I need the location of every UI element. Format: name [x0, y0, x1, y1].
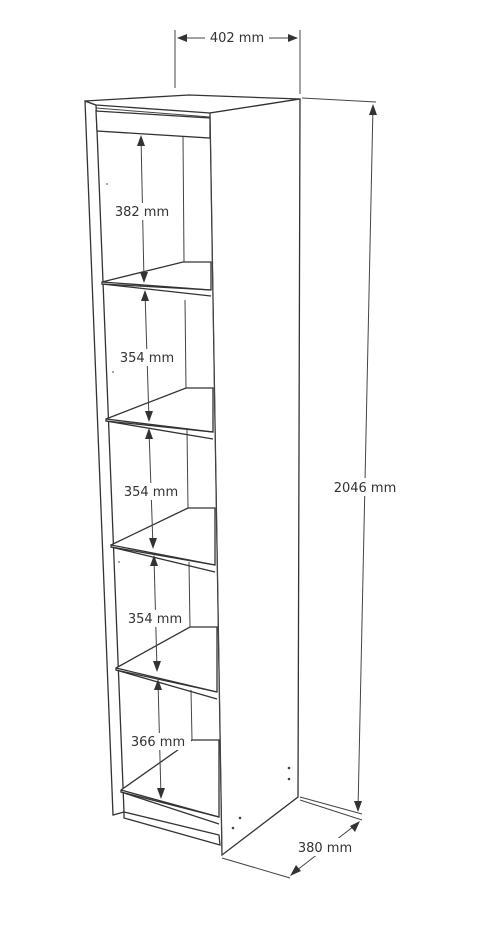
shelf-3-top-edge — [110, 544, 216, 566]
shelf-2-top-edge — [105, 418, 214, 433]
plinth — [123, 811, 221, 846]
shelf-gap-3-arrow-bottom — [149, 538, 157, 549]
shelf-2-front-edge — [105, 420, 214, 440]
height-extension-top — [301, 97, 377, 103]
shelf-gap-2-label-bg — [114, 349, 180, 366]
shelf-gap-1-arrow-top — [137, 135, 145, 146]
height-arrow-top — [369, 104, 377, 115]
back-panel-edge-4 — [188, 561, 191, 629]
shelf-gap-4-arrow-top — [150, 555, 158, 566]
shelf-gap-5-label-bg — [125, 733, 191, 750]
width-arrow-left — [177, 34, 187, 42]
shelf-4 — [115, 626, 218, 693]
shelf-2 — [105, 387, 214, 433]
depth-label: 380 mm — [298, 841, 352, 856]
width-label-bg — [205, 29, 269, 46]
shelf-gap-5-arrow-top — [154, 679, 162, 690]
edge-mark — [112, 371, 114, 373]
shelf-gap-1-arrow-bottom — [140, 272, 148, 283]
top-rail — [95, 110, 211, 139]
shelf-gap-2-arrow-bottom — [145, 411, 153, 422]
bottom-shelf-top-edge — [120, 789, 220, 818]
edge-mark — [106, 183, 108, 185]
shelf-gap-4-arrow-bottom — [153, 661, 161, 672]
shelf-gap-5-label: 366 mm — [131, 735, 185, 750]
height-extension-bottom — [299, 796, 363, 815]
bottom-shelf-front-edge — [120, 791, 220, 825]
height-dimension-line — [357, 105, 374, 811]
depth-label-bg — [294, 838, 356, 856]
screw-hole — [287, 766, 291, 770]
back-panel-edge-1 — [182, 134, 185, 263]
shelf-gap-2-arrow-top — [141, 290, 149, 301]
shelf-gap-3-label: 354 mm — [124, 485, 178, 500]
depth-arrow-back — [350, 821, 360, 832]
right-panel-front-edge — [209, 112, 223, 856]
back-panel-edge-2 — [184, 299, 187, 389]
width-arrow-right — [288, 34, 298, 42]
shelf-4-front-edge — [115, 669, 218, 700]
depth-arrow-front — [290, 865, 301, 876]
shelf-gap-4-label-bg — [122, 610, 188, 627]
shelf-gap-2-label: 354 mm — [120, 351, 174, 366]
shelf-1-front-edge — [101, 283, 212, 297]
bottom-shelf — [120, 739, 220, 818]
shelf-3-front-edge — [110, 546, 216, 573]
edge-mark — [118, 561, 120, 563]
depth-extension-back — [299, 799, 363, 821]
screw-hole — [231, 826, 235, 830]
shelf-1 — [101, 261, 212, 291]
height-label-bg — [330, 478, 402, 496]
shelf-gap-1-label: 382 mm — [115, 205, 169, 220]
height-label: 2046 mm — [334, 481, 397, 496]
shelf-1-top-edge — [101, 281, 212, 291]
right-side-panel — [209, 98, 301, 857]
shelf-gap-3-arrow-top — [145, 428, 153, 439]
screw-hole — [287, 777, 291, 781]
height-arrow-bottom — [354, 801, 362, 812]
shelf-3 — [110, 507, 216, 566]
shelf-gap-4-label: 354 mm — [128, 612, 182, 627]
width-label: 402 mm — [210, 31, 264, 46]
shelf-gap-1-label-bg — [110, 203, 174, 220]
back-panel-edge-3 — [186, 429, 189, 509]
screw-hole — [238, 816, 242, 820]
top-panel-front-edge — [95, 107, 211, 118]
back-panel-edge-5 — [190, 689, 193, 741]
shelf-gap-3-label-bg — [118, 483, 184, 500]
depth-extension-front — [221, 857, 291, 879]
shelf-4-top-edge — [115, 667, 218, 693]
shelf-gap-5-arrow-bottom — [157, 788, 165, 799]
